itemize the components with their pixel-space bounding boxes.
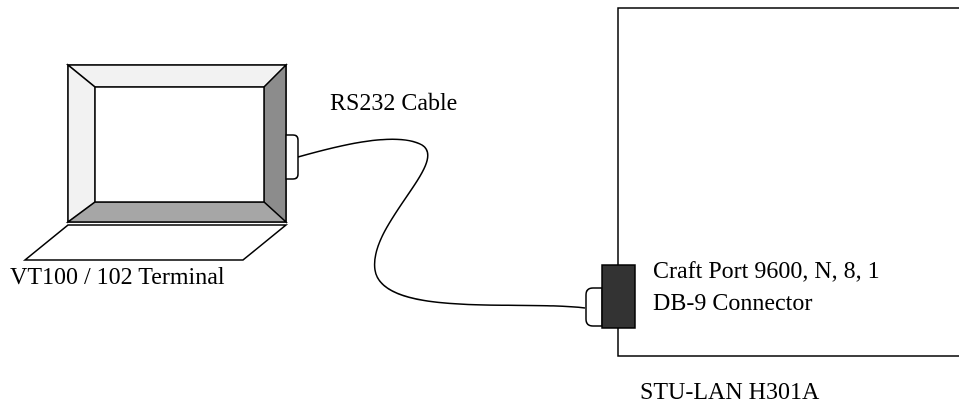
db9-plug	[585, 287, 603, 327]
db9-connector	[585, 264, 636, 329]
craft-port-label: Craft Port 9600, N, 8, 1	[653, 258, 880, 284]
laptop-bezel-bottom	[65, 201, 288, 223]
rs232-cable	[297, 138, 586, 309]
laptop-bezel-top	[65, 64, 288, 88]
laptop-bezel-right	[263, 63, 287, 224]
terminal-label: VT100 / 102 Terminal	[10, 264, 225, 290]
laptop-base	[22, 224, 289, 261]
cable-label: RS232 Cable	[330, 90, 457, 116]
laptop-bezel-left	[67, 63, 96, 224]
laptop-serial-port	[285, 134, 299, 180]
laptop-screen	[94, 86, 265, 203]
laptop-icon	[22, 63, 299, 261]
device-box	[617, 7, 959, 357]
db9-housing	[601, 264, 636, 329]
connector-label: DB-9 Connector	[653, 290, 812, 316]
device-label: STU-LAN H301A	[640, 379, 820, 405]
